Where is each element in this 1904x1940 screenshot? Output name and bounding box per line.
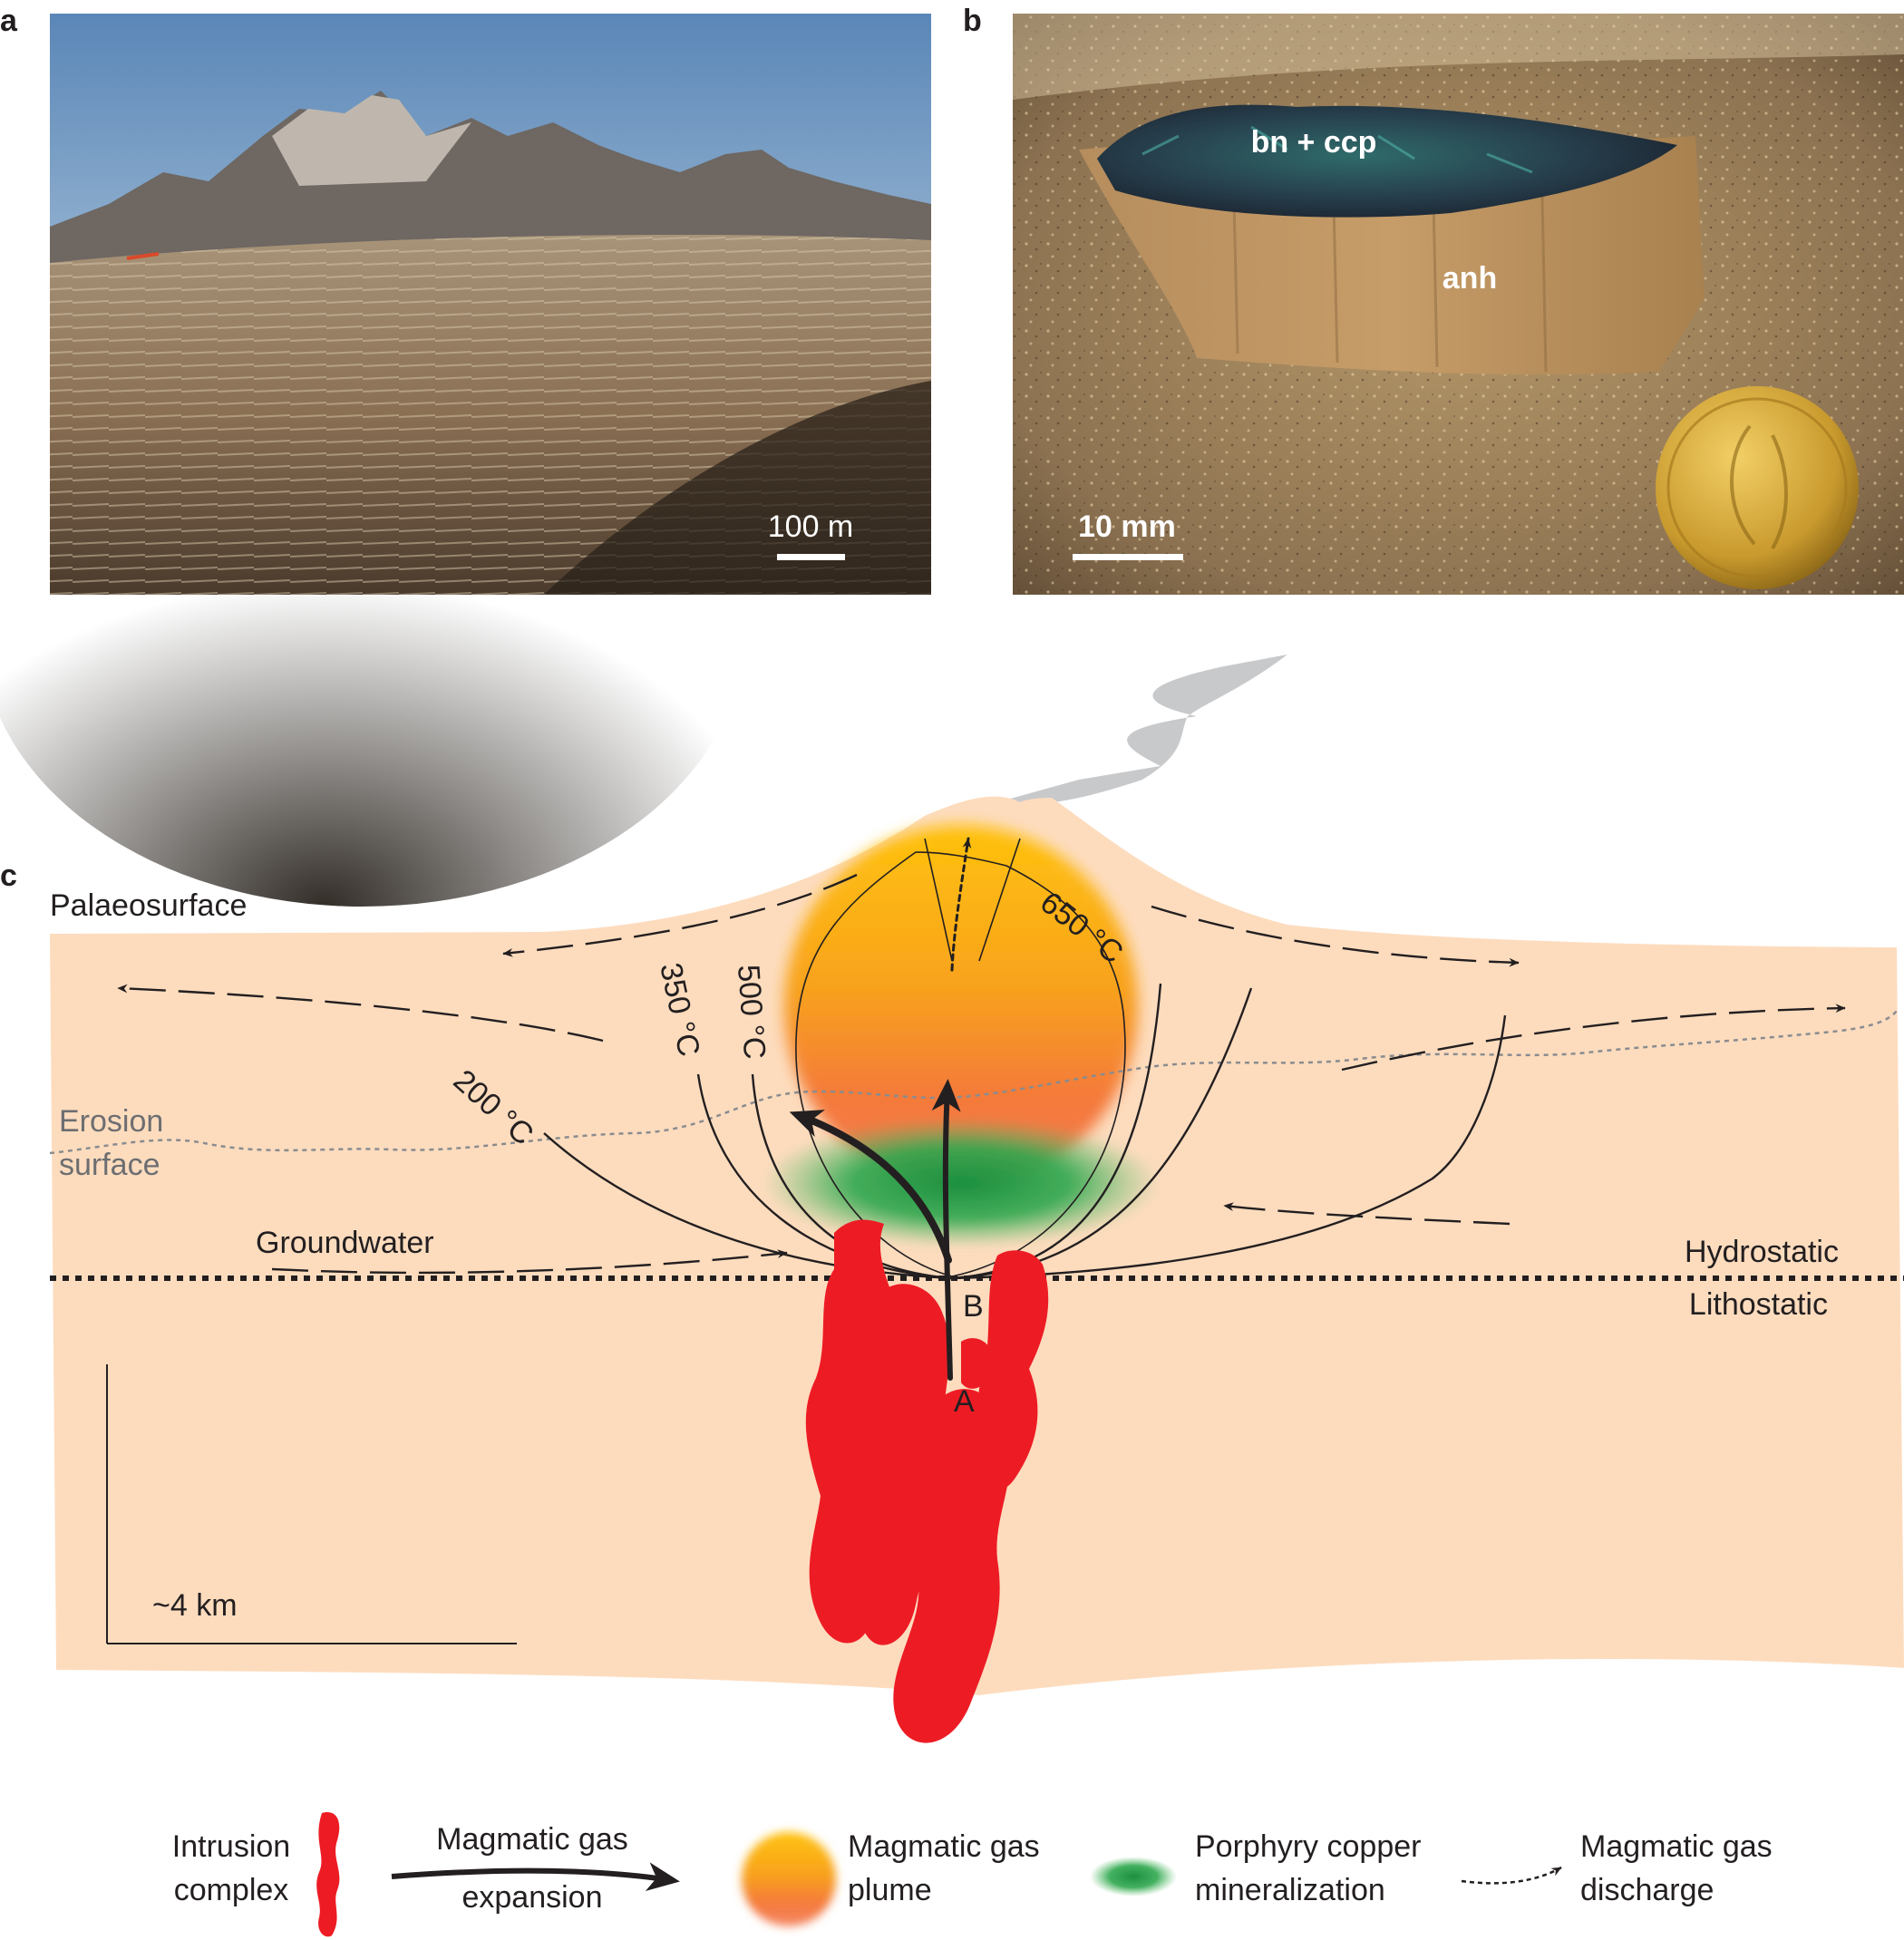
legend-expansion-label-2: expansion	[461, 1880, 602, 1915]
groundwater-label: Groundwater	[256, 1226, 434, 1260]
hydrostatic-label: Hydrostatic	[1685, 1235, 1839, 1269]
core-sample-photo	[1013, 14, 1904, 595]
legend-plume-label-1: Magmatic gas	[848, 1829, 1040, 1864]
panel-a-scale-label: 100 m	[768, 509, 854, 544]
panel-b-letter: b	[963, 4, 982, 38]
point-a-label: A	[954, 1384, 975, 1419]
panel-a-letter: a	[0, 4, 18, 38]
erosion-surface-label-2: surface	[59, 1148, 160, 1182]
legend-intrusion-label-2: complex	[174, 1873, 289, 1907]
legend-porphyry-icon	[1090, 1857, 1177, 1896]
legend-porphyry-label-2: mineralization	[1195, 1873, 1385, 1907]
erosion-surface-label-1: Erosion	[59, 1104, 163, 1139]
panel-a: a 100 m	[0, 4, 931, 907]
panel-b-scale-bar	[1073, 554, 1183, 560]
panel-b: b bn + ccp anh 10 mm	[963, 4, 1904, 595]
legend: Intrusion complex Magmatic gas expansion…	[172, 1812, 1773, 1936]
depth-scale-label: ~4 km	[152, 1588, 238, 1623]
panel-b-scale-label: 10 mm	[1078, 509, 1176, 544]
mineral-label-anh: anh	[1443, 261, 1497, 296]
point-b-label: B	[963, 1289, 984, 1324]
legend-intrusion-label-1: Intrusion	[172, 1829, 290, 1864]
isotherm-label-500: 500 °C	[731, 964, 772, 1061]
legend-plume-label-2: plume	[848, 1873, 932, 1907]
volcanic-smoke	[997, 655, 1287, 805]
legend-discharge-label-2: discharge	[1580, 1873, 1714, 1907]
panel-c-letter: c	[0, 858, 17, 893]
legend-discharge-label-1: Magmatic gas	[1580, 1829, 1773, 1864]
mine-photo	[0, 14, 931, 907]
mineral-label-bn-ccp: bn + ccp	[1251, 125, 1377, 160]
panel-a-scale-bar	[777, 554, 845, 560]
legend-discharge-arrow	[1462, 1867, 1561, 1883]
legend-plume-icon	[742, 1832, 836, 1926]
legend-expansion-label-1: Magmatic gas	[436, 1822, 628, 1857]
palaeosurface-label: Palaeosurface	[50, 888, 247, 923]
lithostatic-label: Lithostatic	[1689, 1287, 1828, 1322]
legend-intrusion-icon	[316, 1812, 339, 1936]
legend-porphyry-label-1: Porphyry copper	[1195, 1829, 1421, 1864]
legend-gas-expansion-arrow	[392, 1871, 671, 1880]
